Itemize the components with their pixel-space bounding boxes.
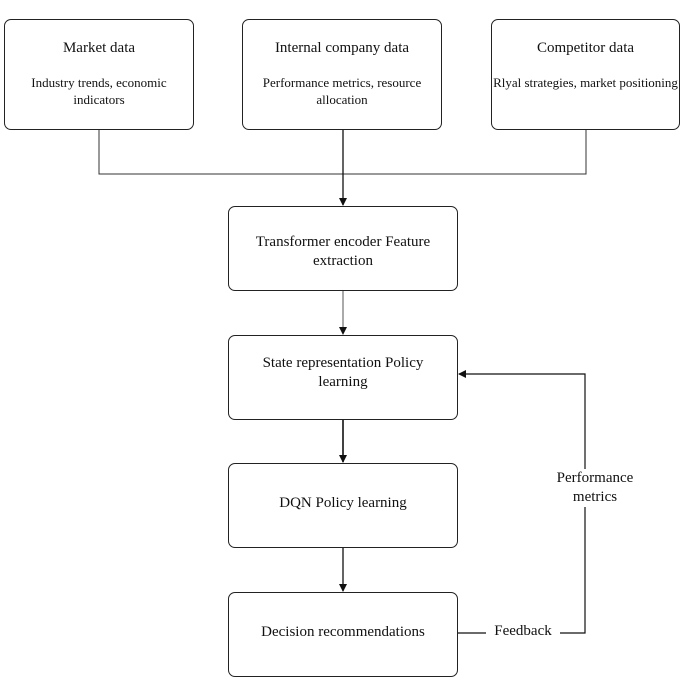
internal-company-data-node: Internal company data Performance metric… xyxy=(242,19,442,130)
competitor-data-subtitle: Rlyal strategies, market positioning xyxy=(493,75,678,90)
competitor-connector xyxy=(343,130,587,175)
state-representation-node: State representation Policy learning xyxy=(228,335,458,420)
internal-company-data-title: Internal company data xyxy=(274,40,410,56)
competitor-data-title: Competitor data xyxy=(536,40,635,56)
dqn-policy-title: DQN Policy learning xyxy=(279,495,407,511)
performance-metrics-label: Performance metrics xyxy=(543,469,647,507)
market-data-node: Market data Industry trends, economic in… xyxy=(4,19,194,130)
decision-recommendations-node: Decision recommendations xyxy=(228,592,458,677)
transformer-encoder-node: Transformer encoder Feature extraction xyxy=(228,206,458,291)
internal-company-data-subtitle: Performance metrics, resource allocation xyxy=(262,75,422,107)
feedback-label: Feedback xyxy=(486,622,560,641)
transformer-encoder-title: Transformer encoder Feature extraction xyxy=(255,234,431,269)
market-data-subtitle: Industry trends, economic indicators xyxy=(31,75,167,107)
dqn-policy-node: DQN Policy learning xyxy=(228,463,458,548)
decision-recommendations-title: Decision recommendations xyxy=(261,624,425,640)
market-connector xyxy=(98,130,343,175)
market-data-title: Market data xyxy=(62,40,136,56)
state-representation-title: State representation Policy learning xyxy=(262,355,424,390)
competitor-data-node: Competitor data Rlyal strategies, market… xyxy=(491,19,680,130)
